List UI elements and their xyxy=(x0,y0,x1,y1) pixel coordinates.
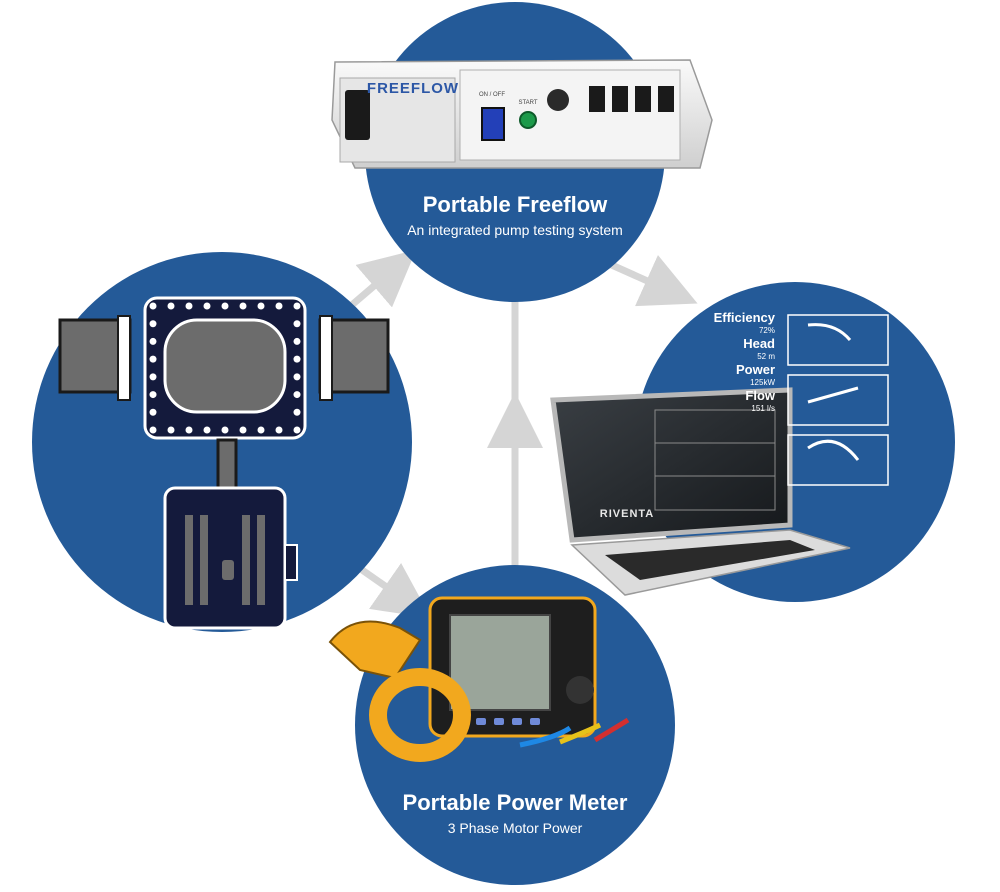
metric-head-label: Head xyxy=(743,336,775,351)
start-button xyxy=(519,111,537,129)
pump-bolt xyxy=(293,320,301,328)
freeflow-brand-text: FREEFLOW xyxy=(366,80,460,97)
pump-assembly xyxy=(58,296,390,630)
pump-casing xyxy=(163,318,287,414)
clamp-lower xyxy=(369,668,471,762)
pump-bolt xyxy=(293,408,301,416)
pump-bolt xyxy=(293,373,301,381)
meter-dial xyxy=(566,676,594,704)
pump-bolt xyxy=(257,302,265,310)
pump-bolt xyxy=(275,302,283,310)
pump-bolt xyxy=(185,302,193,310)
pump-bolt xyxy=(203,426,211,434)
current-clamps xyxy=(328,620,630,762)
pump-bolt xyxy=(149,337,157,345)
input-port-4 xyxy=(658,86,674,112)
power-meter-device xyxy=(428,596,597,738)
metric-power-value: 125kW xyxy=(750,378,775,387)
pump-bolt xyxy=(149,355,157,363)
pump-bolt xyxy=(257,426,265,434)
pump-bolt xyxy=(149,426,157,434)
freeflow-subtitle: An integrated pump testing system xyxy=(407,222,623,238)
pump-bolt xyxy=(185,426,193,434)
arrow-freeflow-to-laptop xyxy=(603,255,698,307)
freeflow-button-label: START xyxy=(518,100,538,106)
meter-screen xyxy=(449,614,551,711)
pump-bolt xyxy=(149,320,157,328)
metric-head-value: 52 m xyxy=(757,352,775,361)
power-meter-subtitle: 3 Phase Motor Power xyxy=(447,820,583,836)
pump-bolt xyxy=(149,391,157,399)
freeflow-device xyxy=(331,59,713,169)
metric-charts xyxy=(787,314,889,486)
motor-body xyxy=(163,486,287,630)
power-chart xyxy=(787,374,889,426)
pump-bolt xyxy=(239,426,247,434)
arrow-pump-to-meter xyxy=(352,562,431,619)
pump-bolt xyxy=(293,391,301,399)
pump-bolt xyxy=(149,302,157,310)
freeflow-title: Portable Freeflow xyxy=(422,192,608,217)
laptop-screen xyxy=(550,387,793,543)
pump-bolt xyxy=(149,408,157,416)
pump-bolt xyxy=(293,426,301,434)
pump-bolt xyxy=(203,302,211,310)
connector-arrows xyxy=(329,249,698,619)
pump-shaft xyxy=(216,438,238,490)
pump-bolt xyxy=(221,302,229,310)
power-meter-title: Portable Power Meter xyxy=(402,790,628,815)
power-switch xyxy=(481,107,505,141)
laptop-brand-text: RIVENTA xyxy=(599,508,655,520)
metric-efficiency-label: Efficiency xyxy=(713,310,775,325)
clamp-upper xyxy=(328,620,422,680)
pump-bolt xyxy=(293,337,301,345)
xlr-port xyxy=(547,89,569,111)
head-chart xyxy=(787,434,889,486)
metric-power-label: Power xyxy=(735,362,775,377)
pump-bolt xyxy=(149,373,157,381)
pump-bolt xyxy=(293,355,301,363)
pump-bolt xyxy=(293,302,301,310)
metric-flow-value: 151 l/s xyxy=(751,404,775,413)
freeflow-switch-label: ON / OFF xyxy=(479,92,505,98)
motor-terminal xyxy=(284,544,298,581)
laptop-device xyxy=(550,387,851,596)
pump-bolt xyxy=(167,426,175,434)
efficiency-chart xyxy=(787,314,889,366)
input-port-3 xyxy=(635,86,651,112)
metric-efficiency-value: 72% xyxy=(758,326,775,335)
pump-bolts xyxy=(149,302,301,434)
flange-right xyxy=(319,315,333,401)
metric-flow-label: Flow xyxy=(745,388,775,403)
flange-left xyxy=(117,315,131,401)
pump-bolt xyxy=(275,426,283,434)
pump-bolt xyxy=(167,302,175,310)
pump-bolt xyxy=(221,426,229,434)
input-port-1 xyxy=(589,86,605,112)
input-port-2 xyxy=(612,86,628,112)
power-socket xyxy=(345,90,370,140)
pump-bolt xyxy=(239,302,247,310)
